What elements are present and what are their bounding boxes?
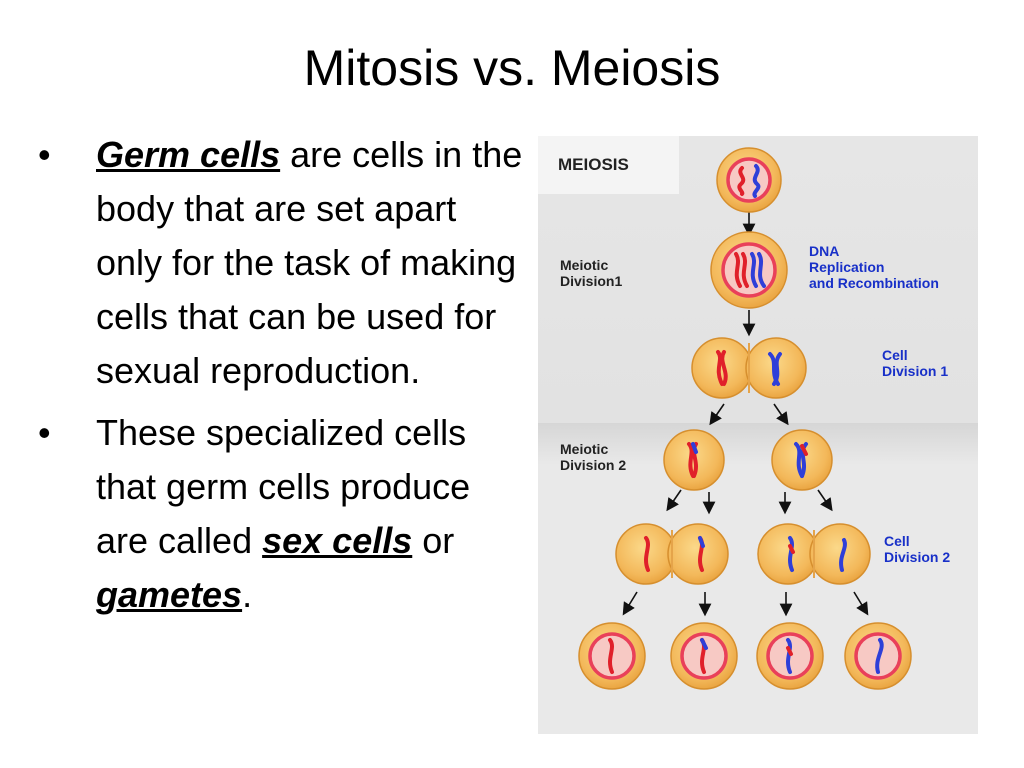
arrow [709,403,725,426]
arrow [622,591,638,616]
label-dna-replication: DNA Replication and Recombination [809,243,939,291]
chromosome-blue [700,638,708,650]
gamete-2 [670,622,738,690]
arrow [853,591,869,616]
bullet-text: . [242,574,253,615]
chromosome-blue [772,352,782,386]
cell-initial [716,147,782,213]
gamete-3 [756,622,824,690]
bullet-text: These specialized cells that germ cells … [96,412,471,561]
bullet-item-germ-cells: • Germ cells are cells in the body that … [30,128,530,398]
term-gametes: gametes [96,574,243,615]
label-meiotic-division-1: Meiotic Division1 [560,257,622,289]
diagram-arrows [622,212,869,617]
cell-replicated [710,231,788,309]
gamete-4 [844,622,912,690]
chromosome-red [741,252,749,288]
chromosome-red [800,444,808,456]
label-cell-division-2: Cell Division 2 [884,533,950,565]
arrow [817,489,833,512]
meiosis-diagram: MEIOSIS Meiotic Division1 Meiotic Divisi… [538,136,978,734]
cell-dividing-1 [691,337,807,399]
chromosome-red [687,442,695,478]
chromosome-red [786,646,793,656]
chromosome-blue [800,442,808,478]
term-germ-cells: Germ cells [96,134,281,175]
bullet-item-sex-cells: • These specialized cells that germ cell… [30,406,530,622]
chromosome-red [737,166,746,196]
label-cell-division-1: Cell Division 1 [882,347,948,379]
chromosome-red [720,350,728,386]
arrow [666,489,682,512]
chromosome-blue [698,536,705,548]
header-box [538,136,679,194]
chromosome-red [734,252,742,288]
chromosome-blue [757,252,766,288]
slide-title: Mitosis vs. Meiosis [303,40,721,96]
term-sex-cells: sex cells [262,520,413,561]
chromosome-red [716,350,724,386]
bullet-list: • Germ cells are cells in the body that … [30,128,530,630]
label-meiotic-division-2: Meiotic Division 2 [560,441,626,473]
gamete-1 [578,622,646,690]
chromosome-blue [750,252,758,288]
bullet-dot: • [38,134,51,175]
cell-pair-right [757,523,871,585]
chromosome-blue [794,442,804,478]
chromosome-blue [839,538,847,572]
arrow [773,403,789,426]
chromosome-red [608,638,614,674]
chromosome-blue [786,638,792,674]
chromosome-blue [752,164,761,198]
cell-pair-left [615,523,729,585]
bullet-text: or [412,520,455,561]
chromosome-red [644,536,650,572]
chromosome-red [788,544,795,554]
bullet-dot: • [38,412,51,453]
chromosome-blue [691,442,698,454]
meiosis-diagram-svg: MEIOSIS Meiotic Division1 Meiotic Divisi… [538,136,978,734]
diagram-header: MEIOSIS [558,155,629,174]
chromosome-blue [788,536,794,572]
bullet-text: are cells in the body that are set apart… [96,134,523,391]
chromosome-blue [875,638,884,674]
cell-division2-left [663,429,725,491]
cell-division2-right [771,429,833,491]
